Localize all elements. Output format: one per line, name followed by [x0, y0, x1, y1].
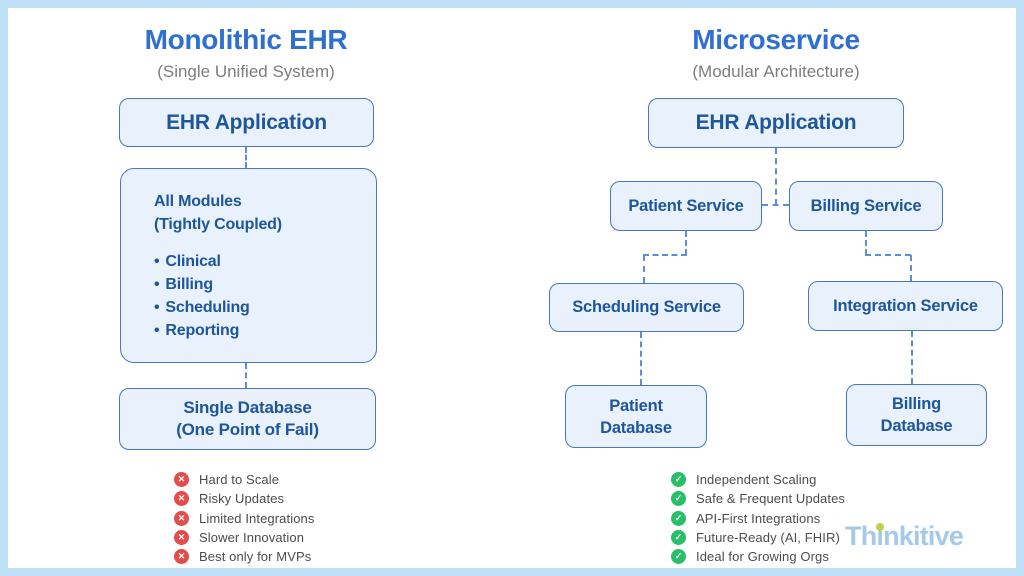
module-item-label: Clinical — [165, 253, 221, 270]
con-item-label: Slower Innovation — [199, 530, 305, 546]
scheduling-service-box: Scheduling Service — [549, 283, 744, 332]
single-database-box: Single Database (One Point of Fail) — [119, 388, 376, 450]
ehr-application-box-monolithic: EHR Application — [119, 98, 374, 147]
bullet-icon: • — [154, 276, 160, 293]
con-item: ✕ Hard to Scale — [174, 470, 314, 489]
con-item: ✕ Risky Updates — [174, 489, 314, 508]
con-item: ✕ Best only for MVPs — [174, 547, 314, 566]
cross-icon: ✕ — [174, 530, 189, 546]
con-item: ✕ Slower Innovation — [174, 528, 314, 547]
pro-item: ✓ API-First Integrations — [671, 509, 845, 528]
integration-service-box: Integration Service — [808, 281, 1003, 331]
check-icon: ✓ — [671, 530, 686, 546]
pro-item: ✓ Independent Scaling — [671, 470, 845, 489]
connector-billing-elbow-across — [865, 254, 911, 256]
pro-item-label: Ideal for Growing Orgs — [696, 549, 829, 565]
bullet-icon: • — [154, 299, 160, 316]
logo-text-part1: Th — [845, 521, 877, 551]
logo-dotless-i: ı — [876, 521, 884, 551]
connector-modules-to-database — [245, 363, 247, 388]
connector-to-integration — [910, 255, 912, 281]
check-icon: ✓ — [671, 472, 686, 488]
logo-green-dot-icon — [875, 523, 884, 531]
pro-item: ✓ Safe & Frequent Updates — [671, 489, 845, 508]
modules-heading-line2: (Tightly Coupled) — [154, 216, 282, 233]
module-item: • Scheduling — [154, 296, 250, 319]
pro-item-label: Future-Ready (AI, FHIR) — [696, 530, 840, 546]
module-item-label: Billing — [165, 276, 213, 293]
module-item-label: Reporting — [165, 322, 240, 339]
con-item-label: Hard to Scale — [199, 472, 280, 488]
module-item: • Billing — [154, 273, 250, 296]
connector-patient-elbow-across — [643, 254, 687, 256]
connector-integration-to-billingdb — [911, 331, 913, 384]
cross-icon: ✕ — [174, 549, 189, 565]
logo-text-part2: nkitive — [883, 521, 964, 551]
bullet-icon: • — [154, 322, 160, 339]
check-icon: ✓ — [671, 491, 686, 507]
bullet-icon: • — [154, 253, 160, 270]
single-database-line2: (One Point of Fail) — [176, 420, 319, 439]
connector-app-to-modules — [245, 147, 247, 168]
pro-item-label: Safe & Frequent Updates — [696, 491, 846, 507]
patient-service-box: Patient Service — [610, 181, 762, 231]
modules-item-list: • Clinical • Billing • Scheduling • Repo… — [154, 250, 250, 342]
pro-item-label: Independent Scaling — [696, 472, 817, 488]
pro-item-label: API-First Integrations — [696, 510, 821, 526]
con-item-label: Risky Updates — [199, 491, 285, 507]
check-icon: ✓ — [671, 549, 686, 565]
connector-scheduling-to-patientdb — [640, 332, 642, 385]
pros-list: ✓ Independent Scaling ✓ Safe & Frequent … — [671, 470, 845, 566]
single-database-line1: Single Database — [183, 398, 312, 417]
cross-icon: ✕ — [174, 472, 189, 488]
connector-app-down — [775, 148, 777, 205]
pro-item: ✓ Future-Ready (AI, FHIR) — [671, 528, 845, 547]
patient-database-line2: Database — [600, 418, 672, 437]
pro-item: ✓ Ideal for Growing Orgs — [671, 547, 845, 566]
module-item-label: Scheduling — [165, 299, 250, 316]
microservice-title: Microservice — [692, 24, 860, 55]
con-item-label: Best only for MVPs — [199, 549, 312, 565]
patient-database-box: Patient Database — [565, 385, 707, 448]
billing-database-box: Billing Database — [846, 384, 987, 446]
modules-heading-line1: All Modules — [154, 193, 242, 210]
cross-icon: ✕ — [174, 491, 189, 507]
connector-patient-elbow-down — [685, 231, 687, 255]
cons-list: ✕ Hard to Scale ✕ Risky Updates ✕ Limite… — [174, 470, 314, 566]
patient-database-line1: Patient — [609, 396, 663, 415]
check-icon: ✓ — [671, 510, 686, 526]
billing-service-box: Billing Service — [789, 181, 943, 231]
con-item-label: Limited Integrations — [199, 510, 315, 526]
cross-icon: ✕ — [174, 510, 189, 526]
monolithic-title: Monolithic EHR — [144, 24, 348, 55]
billing-database-line1: Billing — [891, 395, 941, 413]
con-item: ✕ Limited Integrations — [174, 509, 314, 528]
module-item: • Reporting — [154, 319, 250, 342]
connector-to-scheduling — [643, 255, 645, 283]
logo-i-with-green-dot: ı — [875, 521, 884, 552]
all-modules-box: All Modules (Tightly Coupled) • Clinical… — [120, 168, 377, 363]
module-item: • Clinical — [154, 250, 250, 273]
billing-database-line2: Database — [880, 417, 953, 435]
connector-patient-billing — [762, 204, 789, 206]
monolithic-subtitle: (Single Unified System) — [157, 62, 335, 81]
connector-billing-elbow-down — [865, 231, 867, 255]
ehr-application-box-microservice: EHR Application — [648, 98, 904, 148]
microservice-subtitle: (Modular Architecture) — [692, 62, 860, 81]
